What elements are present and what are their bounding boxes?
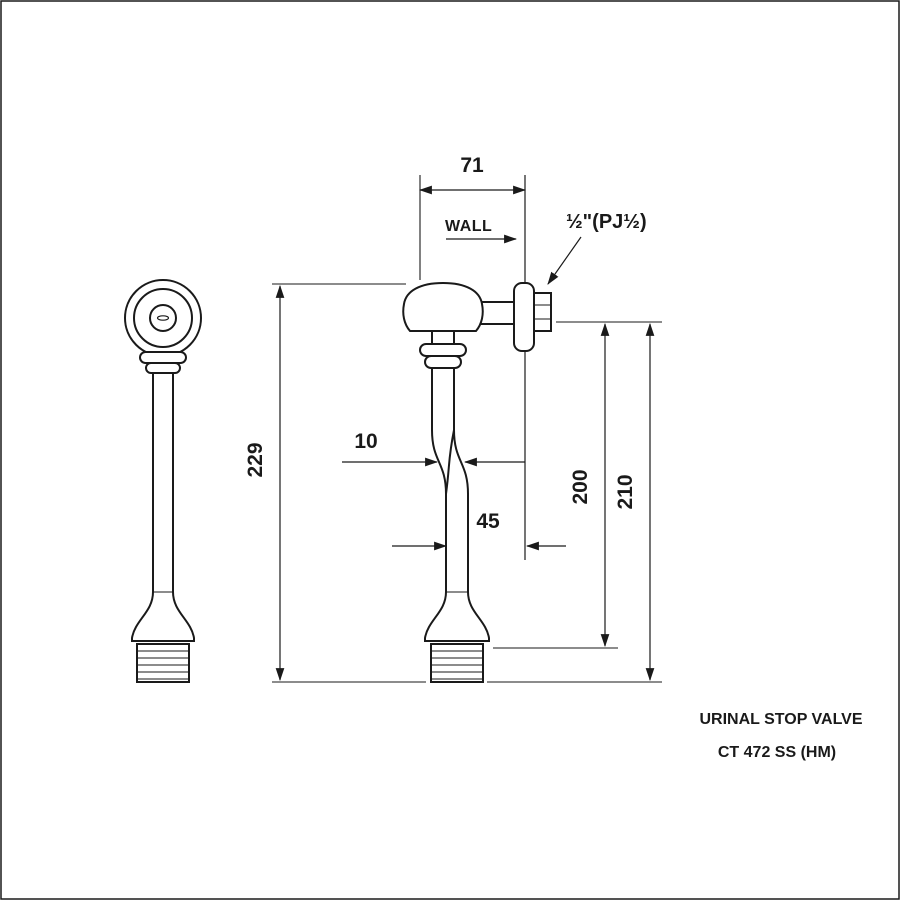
front-thread-ridges — [137, 650, 189, 680]
side-nut-upper — [419, 343, 467, 357]
wall-label: WALL — [445, 218, 518, 244]
side-nut-lower — [424, 355, 462, 369]
sbend-right-edge — [453, 429, 469, 495]
thread-leader-line — [547, 236, 582, 285]
front-nut-lower — [145, 362, 181, 374]
dimension-45: 45 — [392, 510, 566, 551]
front-nut-upper — [139, 351, 187, 364]
dim-229-value: 229 — [244, 442, 267, 477]
product-name: URINAL STOP VALVE — [700, 711, 863, 728]
side-view — [402, 175, 552, 683]
dim-45-value: 45 — [476, 510, 500, 533]
dimension-200: 200 — [493, 321, 662, 649]
sbend-left-edge — [431, 429, 447, 495]
valve-head-outer-ring — [124, 279, 202, 357]
dimension-210: 210 — [487, 322, 662, 683]
dimension-10: 10 — [342, 430, 525, 467]
wall-nut-facet-lines — [534, 304, 551, 320]
title-block: URINAL STOP VALVE CT 472 SS (HM) — [700, 711, 863, 761]
valve-body-dome — [402, 281, 484, 332]
front-thread-body — [136, 643, 190, 683]
model-code: CT 472 SS (HM) — [718, 744, 836, 761]
front-flare-bell — [131, 591, 195, 642]
thread-callout: ½"(PJ½) — [547, 211, 647, 285]
dim-10-value: 10 — [354, 430, 377, 453]
wall-flange — [513, 282, 535, 352]
front-view — [124, 279, 202, 683]
valve-head-middle-ring — [133, 288, 193, 348]
dim-210-value: 210 — [614, 474, 637, 509]
valve-head-inner-ring — [149, 304, 177, 332]
sbend-inner-line — [445, 429, 455, 495]
dimension-229: 229 — [244, 283, 426, 683]
dim-71-value: 71 — [460, 154, 484, 177]
wall-connection-nut — [533, 292, 552, 332]
valve-head-center-mark — [156, 315, 170, 321]
dimension-71: 71 — [418, 154, 527, 280]
dim-200-value: 200 — [569, 469, 592, 504]
wall-label-text: WALL — [445, 218, 492, 235]
side-thread-ridges — [431, 650, 483, 680]
side-thread-body — [430, 643, 484, 683]
side-flare-bell — [424, 591, 490, 642]
thread-callout-text: ½"(PJ½) — [566, 211, 647, 233]
